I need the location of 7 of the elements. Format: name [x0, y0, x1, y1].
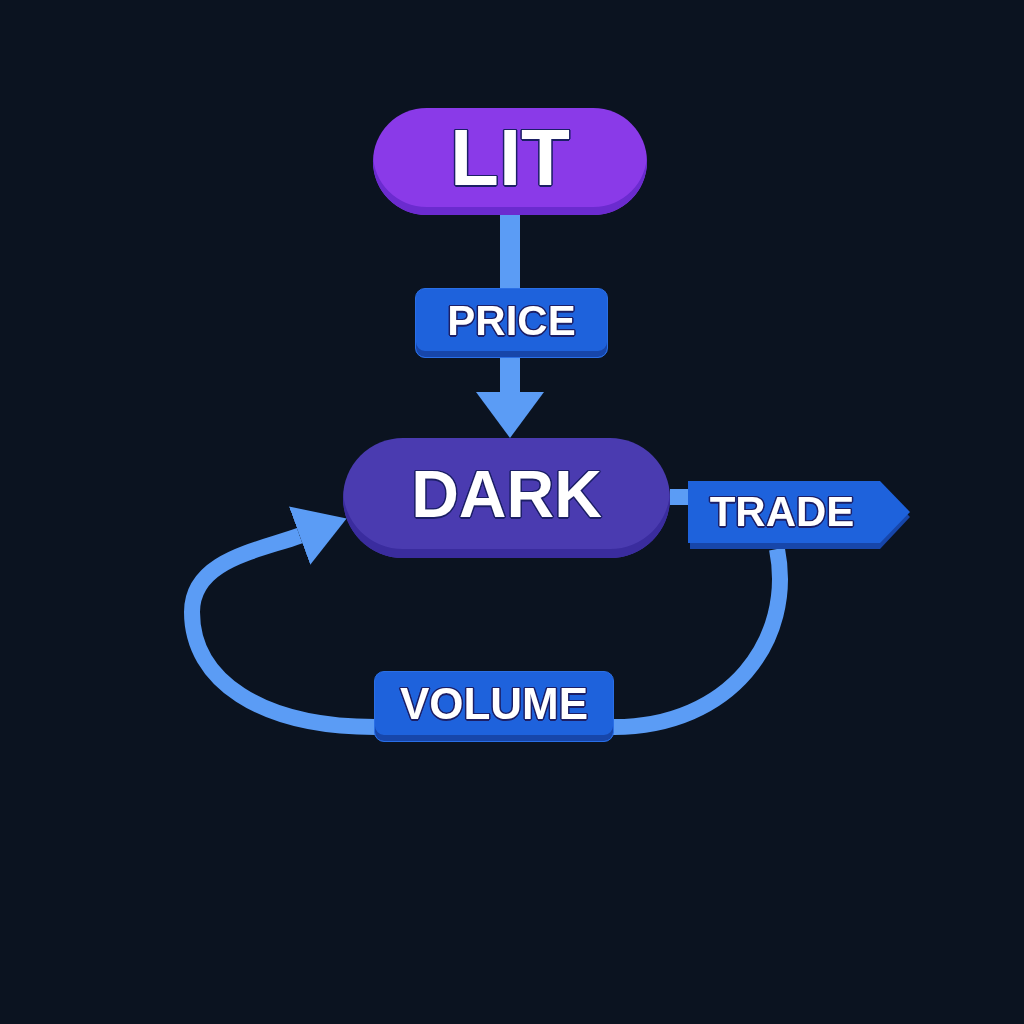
edge-label: VOLUME [374, 671, 614, 742]
connector-line [670, 489, 688, 505]
arrow-tag [688, 481, 910, 549]
node-label: TRADE [709, 491, 855, 533]
node-label: LIT [450, 117, 570, 198]
node-label: DARK [411, 460, 602, 527]
edge-label: PRICE [415, 288, 608, 358]
